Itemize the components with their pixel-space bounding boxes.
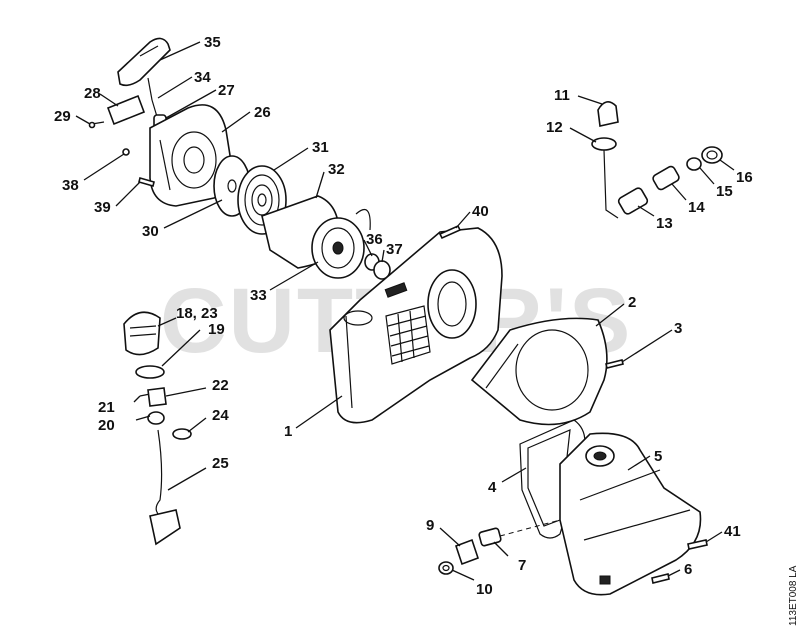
callout-28: 28 bbox=[84, 85, 101, 102]
screw-40 bbox=[438, 224, 462, 240]
callout-1: 1 bbox=[284, 423, 292, 440]
plate-9 bbox=[454, 538, 480, 566]
fitting-20 bbox=[147, 411, 165, 425]
callout-16: 16 bbox=[736, 169, 753, 186]
callout-5: 5 bbox=[654, 448, 662, 465]
assembly-line-7 bbox=[499, 519, 561, 537]
screw-6 bbox=[651, 573, 670, 584]
starter-grip-35 bbox=[117, 37, 171, 101]
callout-34: 34 bbox=[194, 69, 211, 86]
screw-39 bbox=[138, 177, 155, 187]
callout-3: 3 bbox=[674, 320, 682, 337]
callout-27: 27 bbox=[218, 82, 235, 99]
screw-38 bbox=[122, 148, 130, 156]
rating-plate-28 bbox=[106, 94, 146, 126]
callout-40: 40 bbox=[472, 203, 489, 220]
callout-25: 25 bbox=[212, 455, 229, 472]
callout-32: 32 bbox=[328, 161, 345, 178]
gasket-4 bbox=[519, 419, 586, 539]
callout-6: 6 bbox=[684, 561, 692, 578]
fuel-filter-13 bbox=[617, 187, 649, 215]
cap-16 bbox=[701, 146, 723, 164]
screw-29 bbox=[88, 121, 105, 129]
seal-ring-19 bbox=[135, 365, 165, 379]
leader-lines bbox=[75, 41, 735, 581]
callout-39: 39 bbox=[94, 199, 111, 216]
fan-housing-1 bbox=[329, 227, 503, 424]
rope-rotor-33 bbox=[311, 209, 371, 279]
ring-15 bbox=[686, 157, 702, 171]
fan-housing-cover-26 bbox=[149, 104, 234, 207]
callout-11: 11 bbox=[554, 87, 570, 104]
nut-10 bbox=[438, 561, 454, 575]
callout-22: 22 bbox=[212, 377, 229, 394]
callout-4: 4 bbox=[488, 479, 497, 496]
callout-36: 36 bbox=[366, 231, 383, 248]
shroud-2 bbox=[470, 317, 608, 426]
callout-37: 37 bbox=[386, 241, 403, 258]
callout-14: 14 bbox=[688, 199, 705, 216]
callout-30: 30 bbox=[142, 223, 159, 240]
callout-2: 2 bbox=[628, 294, 636, 311]
tank-housing-5 bbox=[559, 432, 702, 596]
callout-24: 24 bbox=[212, 407, 229, 424]
callout-21: 21 bbox=[98, 399, 115, 416]
callout-7: 7 bbox=[518, 557, 526, 574]
callout-20: 20 bbox=[98, 417, 115, 434]
callout-35: 35 bbox=[204, 34, 221, 51]
callout-13: 13 bbox=[656, 215, 673, 232]
screw-3 bbox=[605, 359, 624, 369]
callout-18-23: 18, 23 bbox=[176, 305, 218, 322]
grommet-7 bbox=[478, 527, 502, 547]
sleeve-14 bbox=[652, 165, 680, 191]
pickup-12 bbox=[591, 137, 619, 219]
callout-29: 29 bbox=[54, 108, 71, 125]
callout-9: 9 bbox=[426, 517, 434, 534]
drawing-code: 113ET008 LA bbox=[788, 565, 799, 626]
callout-41: 41 bbox=[724, 523, 741, 540]
callout-19: 19 bbox=[208, 321, 225, 338]
callout-10: 10 bbox=[476, 581, 493, 598]
callout-33: 33 bbox=[250, 287, 267, 304]
disc-24 bbox=[172, 428, 192, 440]
cap-11 bbox=[597, 101, 619, 127]
callout-12: 12 bbox=[546, 119, 563, 136]
callout-labels: 35 34 27 28 26 29 31 32 38 39 30 36 37 3… bbox=[54, 34, 753, 598]
callout-26: 26 bbox=[254, 104, 271, 121]
callout-15: 15 bbox=[716, 183, 733, 200]
screw-41 bbox=[687, 539, 708, 550]
oil-cap-18-23 bbox=[123, 311, 161, 356]
chain-25 bbox=[149, 429, 181, 546]
air-grille bbox=[385, 305, 431, 365]
callout-31: 31 bbox=[312, 139, 329, 156]
callout-38: 38 bbox=[62, 177, 79, 194]
retainer-22 bbox=[147, 387, 167, 407]
